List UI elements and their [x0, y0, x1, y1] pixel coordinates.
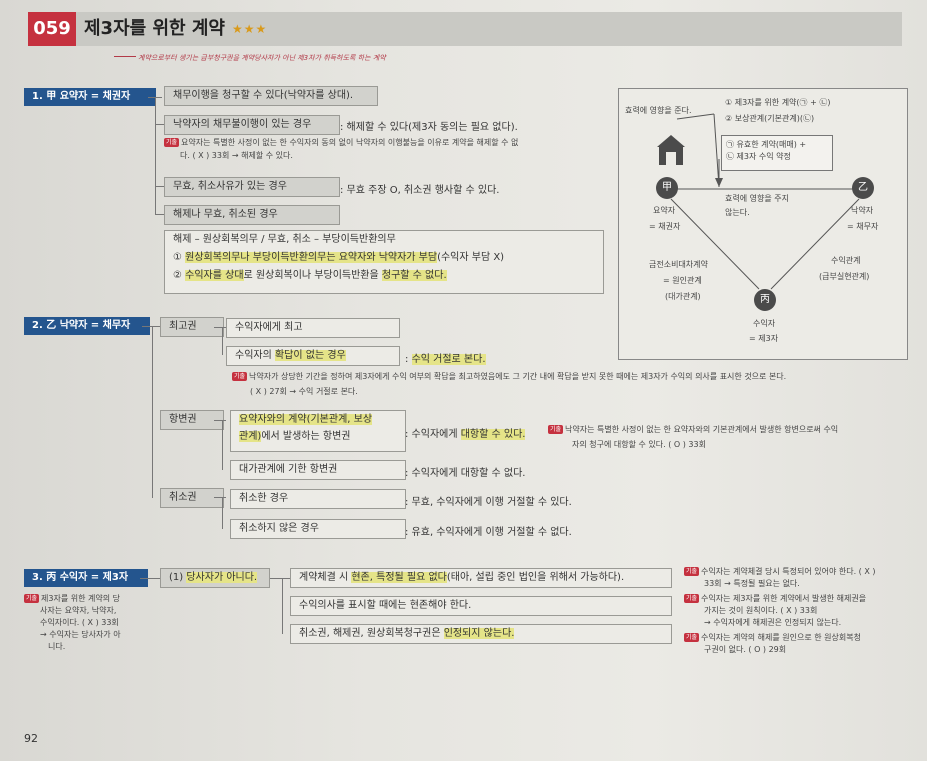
- restitution-box: 해제 – 원상회복의무 / 무효, 취소 – 부당이득반환의무 ① 원상회복의무…: [164, 230, 604, 294]
- sec1-item-void: 무효, 취소사유가 있는 경우: [164, 177, 340, 197]
- relationship-diagram: 효력에 영향을 준다. ① 제3자를 위한 계약(㉠ + ㉡) ② 보상관계(기…: [618, 88, 908, 360]
- definition-note: 계약으로부터 생기는 급부청구권을 계약당사자가 아닌 제3자가 취득하도록 하…: [138, 54, 386, 62]
- not-rescinded-result: : 유효, 수익자에게 이행 거절할 수 없다.: [405, 527, 572, 538]
- basic-defense-result: : 수익자에게 대항할 수 있다.: [405, 429, 526, 440]
- header-bar: [76, 12, 902, 46]
- existence-rule: 계약체결 시 현존, 특정될 필요 없다(태아, 설립 중인 법인을 위해서 가…: [290, 568, 672, 588]
- rights-rule: 취소권, 해제권, 원상회복청구권은 인정되지 않는다.: [290, 624, 672, 644]
- influence-item2: ② 보상관계(기본관계)(㉡): [725, 114, 815, 123]
- basic-relation-defense: 요약자와의 계약(기본관계, 보상 관계)에서 발생하는 항변권: [230, 410, 406, 452]
- sec1-item-cancelled: 해제나 무효, 취소된 경우: [164, 205, 340, 225]
- right-relation2: (급부실현관계): [819, 272, 870, 281]
- section1-title: 1. 甲 요약자 = 채권자: [24, 88, 156, 106]
- topic-number: 059: [28, 12, 76, 46]
- diagram-lines: [657, 113, 864, 290]
- connector: [155, 124, 164, 125]
- exam-note-answer: 다. ( X ) 33회 → 해제할 수 있다.: [180, 151, 293, 160]
- contract-box: ㉠ 유효한 계약(매매) + ㉡ 제3자 수익 약정: [721, 135, 833, 171]
- rescission-right: 취소권: [160, 488, 224, 508]
- connector: [214, 327, 226, 328]
- connector: [155, 214, 164, 215]
- gap-label1: 요약자: [653, 206, 676, 215]
- rescinded-result: : 무효, 수익자에게 이행 거절할 수 있다.: [405, 497, 572, 508]
- eul-label2: = 채무자: [847, 222, 879, 231]
- eul-node: 乙: [852, 177, 874, 199]
- connector: [222, 327, 223, 355]
- exam-note-answer: 자의 청구에 대항할 수 있다. ( O ) 33회: [572, 440, 706, 449]
- not-a-party: (1) 당사자가 아니다.: [160, 568, 270, 588]
- section2-title: 2. 乙 낙약자 = 채무자: [24, 317, 150, 335]
- connector: [270, 578, 290, 579]
- intent-rule: 수익의사를 표시할 때에는 현존해야 한다.: [290, 596, 672, 616]
- connector: [282, 578, 283, 634]
- no-reply-case: 수익자의 확답이 없는 경우: [226, 346, 400, 366]
- connector: [140, 578, 160, 579]
- rescinded-case: 취소한 경우: [230, 489, 406, 509]
- exam-note-answer: ( X ) 27회 → 수익 거절로 본다.: [250, 387, 358, 396]
- importance-stars: ★★★: [232, 22, 268, 36]
- contract-box-line2: ㉡ 제3자 수익 약정: [726, 152, 791, 161]
- restitution-line1: 해제 – 원상회복의무 / 무효, 취소 – 부당이득반환의무: [173, 234, 396, 245]
- connector: [214, 420, 226, 421]
- no-influence-label2: 않는다.: [725, 208, 750, 217]
- connector: [214, 497, 226, 498]
- peremptory-right: 최고권: [160, 317, 224, 337]
- sec1-item-claim: 채무이행을 청구할 수 있다(낙약자를 상대).: [164, 86, 378, 106]
- page-number: 92: [24, 732, 38, 745]
- connector: [222, 420, 223, 470]
- connector: [155, 97, 156, 215]
- eul-label1: 낙약자: [851, 206, 874, 215]
- gap-node: 甲: [656, 177, 678, 199]
- influence-item1: ① 제3자를 위한 계약(㉠ + ㉡): [725, 98, 831, 107]
- sec1-item-default: 낙약자의 채무불이행이 있는 경우: [164, 115, 340, 135]
- gap-label2: = 채권자: [649, 222, 681, 231]
- connector: [155, 186, 164, 187]
- not-rescinded-case: 취소하지 않은 경우: [230, 519, 406, 539]
- exam-note-text: 요약자는 특별한 사정이 없는 한 수익자의 동의 없이 낙약자의 이행불능을 …: [181, 138, 519, 147]
- no-reply-result: : 수익 거절로 본다.: [405, 354, 486, 365]
- byeong-node: 丙: [754, 289, 776, 311]
- restitution-line3: ② 수익자를 상대로 원상회복이나 부당이득반환을 청구할 수 없다.: [173, 270, 447, 281]
- no-influence-label1: 효력에 영향을 주지: [725, 194, 789, 203]
- consideration-defense: 대가관계에 기한 항변권: [230, 460, 406, 480]
- exam-tag: 기출: [164, 138, 180, 147]
- byeong-label2: = 제3자: [749, 334, 779, 343]
- sec1-void-result: : 무효 주장 O, 취소권 행사할 수 있다.: [340, 185, 500, 196]
- page-title: 제3자를 위한 계약: [84, 18, 225, 39]
- subnote-arrow: [114, 56, 136, 57]
- contract-box-line1: ㉠ 유효한 계약(매매) +: [726, 140, 807, 149]
- left-relation3: (대가관계): [665, 292, 701, 301]
- consideration-defense-result: : 수익자에게 대항할 수 없다.: [405, 468, 526, 479]
- section3-title: 3. 丙 수익자 = 제3자: [24, 569, 148, 587]
- connector: [142, 326, 160, 327]
- right-relation1: 수익관계: [831, 256, 861, 265]
- notify-beneficiary: 수익자에게 최고: [226, 318, 400, 338]
- influence-label: 효력에 영향을 준다.: [625, 106, 692, 115]
- connector: [152, 326, 153, 498]
- byeong-label1: 수익자: [753, 319, 776, 328]
- left-relation1: 금전소비대차계약: [649, 260, 708, 269]
- restitution-line2: ① 원상회복의무나 부당이득반환의무는 요약자와 낙약자가 부담(수익자 부담 …: [173, 252, 505, 263]
- sec1-default-result: : 해제할 수 있다(제3자 동의는 필요 없다).: [340, 122, 518, 133]
- connector: [222, 497, 223, 529]
- left-relation2: = 원인관계: [663, 276, 702, 285]
